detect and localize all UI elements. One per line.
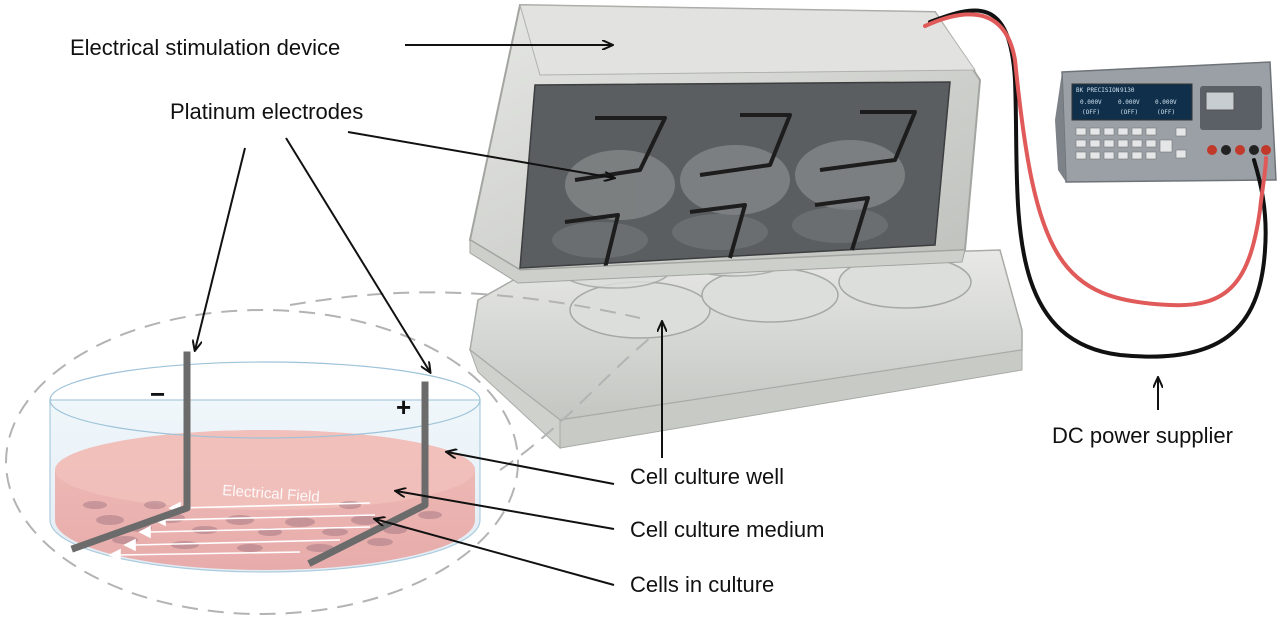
ps-brand: BK PRECISION bbox=[1076, 87, 1120, 94]
ps-ch2: 0.000V bbox=[1118, 99, 1140, 106]
arrow-medium bbox=[396, 491, 615, 530]
ps-model: 9130 bbox=[1120, 87, 1135, 94]
petri-dish: Electrical Field − + bbox=[49, 351, 481, 573]
labels: Electrical stimulation device Platinum e… bbox=[70, 35, 1233, 597]
label-power: DC power supplier bbox=[1052, 423, 1233, 448]
arrow-electrodes-lid bbox=[347, 131, 614, 178]
ps-status-1: (OFF) bbox=[1082, 109, 1100, 116]
electrical-stimulation-device bbox=[468, 3, 1023, 450]
ps-status-2: (OFF) bbox=[1120, 109, 1138, 116]
wire-red bbox=[923, 12, 1268, 308]
lid-electrodes bbox=[564, 110, 917, 269]
arrow-well bbox=[447, 452, 615, 485]
annotation-arrows bbox=[195, 45, 1158, 586]
ps-terminals bbox=[1207, 145, 1271, 155]
zoom-outline bbox=[5, 291, 651, 615]
label-cells: Cells in culture bbox=[630, 572, 774, 597]
label-medium: Cell culture medium bbox=[630, 517, 824, 542]
arrow-electrodes-neg bbox=[195, 147, 246, 350]
ps-ch3: 0.000V bbox=[1155, 99, 1177, 106]
ps-status-3: (OFF) bbox=[1157, 109, 1175, 116]
negative-electrode bbox=[70, 351, 191, 553]
wires bbox=[923, 8, 1268, 359]
ps-keypad bbox=[1075, 127, 1187, 160]
negative-sign: − bbox=[150, 379, 165, 409]
arrow-cells bbox=[375, 519, 615, 586]
label-electrodes: Platinum electrodes bbox=[170, 99, 363, 124]
arrow-electrodes-pos bbox=[285, 137, 430, 372]
positive-electrode bbox=[307, 381, 429, 567]
dc-power-supply: BK PRECISION 9130 0.000V 0.000V 0.000V (… bbox=[1055, 61, 1277, 183]
dish-electrodes bbox=[70, 351, 429, 567]
electrical-field-label: Electrical Field bbox=[222, 482, 320, 506]
label-device: Electrical stimulation device bbox=[70, 35, 340, 60]
ps-ch1: 0.000V bbox=[1080, 99, 1102, 106]
positive-sign: + bbox=[396, 392, 411, 422]
label-well: Cell culture well bbox=[630, 464, 784, 489]
